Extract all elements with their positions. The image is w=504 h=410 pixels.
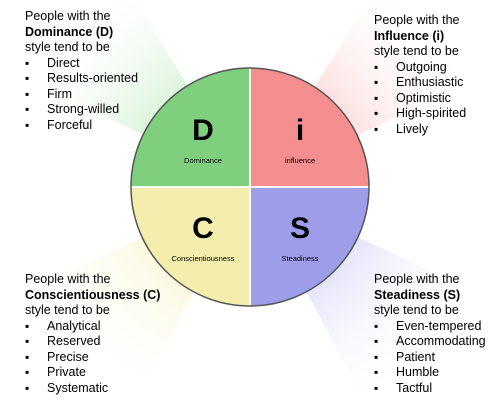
influence-label: influence (285, 156, 315, 165)
trait-item: Tactful (374, 381, 486, 397)
influence-intro-line3: style tend to be (374, 44, 459, 58)
dominance-quadrant (131, 68, 250, 187)
dominance-intro-line3: style tend to be (25, 40, 110, 54)
trait-item: Strong-willed (25, 102, 138, 118)
influence-style-name: Influence (i) (374, 28, 445, 43)
conscientiousness-label: Conscientiousness (172, 254, 235, 263)
trait-item: Even-tempered (374, 319, 486, 335)
dominance-label: Dominance (184, 156, 222, 165)
influence-intro-line1: People with the (374, 13, 460, 27)
trait-item: Results-oriented (25, 71, 138, 87)
trait-item: Firm (25, 87, 138, 103)
conscientiousness-intro-line3: style tend to be (25, 303, 110, 317)
trait-item: Enthusiastic (374, 75, 466, 91)
trait-item: Lively (374, 122, 466, 138)
trait-item: Outgoing (374, 60, 466, 76)
steadiness-quadrant (250, 187, 369, 306)
steadiness-letter: S (290, 212, 310, 245)
influence-quadrant (250, 68, 369, 187)
steadiness-traits: Even-tempered Accommodating Patient Humb… (374, 319, 486, 397)
steadiness-label: Steadiness (281, 254, 318, 263)
steadiness-intro-line3: style tend to be (374, 303, 459, 317)
trait-item: Systematic (25, 381, 160, 397)
conscientiousness-description: People with the Conscientiousness (C) st… (25, 272, 160, 396)
circle-outline (130, 67, 370, 307)
conscientiousness-traits: Analytical Reserved Precise Private Syst… (25, 319, 160, 397)
dominance-letter: D (192, 114, 214, 147)
dominance-traits: Direct Results-oriented Firm Strong-will… (25, 56, 138, 134)
trait-item: Humble (374, 365, 486, 381)
dominance-description: People with the Dominance (D) style tend… (25, 9, 138, 133)
trait-item: Reserved (25, 334, 160, 350)
trait-item: Private (25, 365, 160, 381)
trait-item: Optimistic (374, 91, 466, 107)
trait-item: Precise (25, 350, 160, 366)
trait-item: Accommodating (374, 334, 486, 350)
conscientiousness-letter: C (192, 212, 214, 245)
trait-item: Patient (374, 350, 486, 366)
influence-letter: i (296, 114, 304, 147)
steadiness-style-name: Steadiness (S) (374, 287, 461, 302)
trait-item: Forceful (25, 118, 138, 134)
dominance-style-name: Dominance (D) (25, 24, 114, 39)
trait-item: Analytical (25, 319, 160, 335)
influence-traits: Outgoing Enthusiastic Optimistic High-sp… (374, 60, 466, 138)
trait-item: High-spirited (374, 106, 466, 122)
steadiness-intro-line1: People with the (374, 272, 460, 286)
trait-item: Direct (25, 56, 138, 72)
steadiness-description: People with the Steadiness (S) style ten… (374, 272, 486, 396)
influence-description: People with the Influence (i) style tend… (374, 13, 466, 137)
dominance-intro-line1: People with the (25, 9, 111, 23)
conscientiousness-quadrant (131, 187, 250, 306)
conscientiousness-style-name: Conscientiousness (C) (25, 287, 161, 302)
conscientiousness-intro-line1: People with the (25, 272, 111, 286)
